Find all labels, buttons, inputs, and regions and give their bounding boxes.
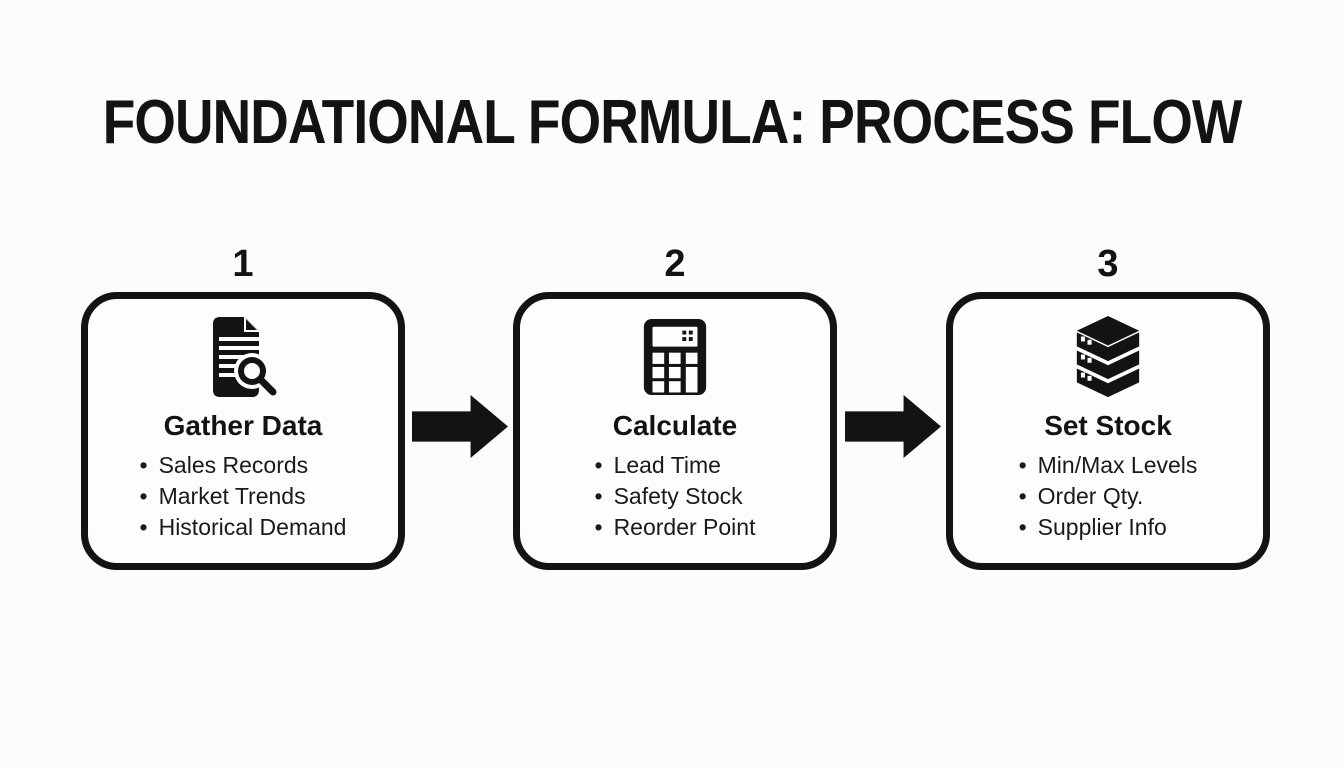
bullet-item: Lead Time: [595, 450, 756, 481]
bullet-item: Market Trends: [140, 481, 347, 512]
step-3-title: Set Stock: [1044, 410, 1172, 441]
bullet-item: Historical Demand: [140, 512, 347, 543]
page-title-text: FOUNDATIONAL FORMULA: PROCESS FLOW: [102, 88, 1243, 157]
stacked-boxes-icon: [1074, 315, 1142, 399]
bullet-item: Safety Stock: [595, 481, 756, 512]
step-1-title: Gather Data: [163, 410, 323, 441]
bullet-item: Order Qty.: [1019, 481, 1198, 512]
bullet-item: Sales Records: [140, 450, 347, 481]
bullet-item: Min/Max Levels: [1019, 450, 1198, 481]
step-box-set-stock: Set Stock Min/Max Levels Order Qty. Supp…: [946, 292, 1270, 570]
step-3-bullets: Min/Max Levels Order Qty. Supplier Info: [1019, 450, 1198, 543]
bullet-item: Reorder Point: [595, 512, 756, 543]
arrow-right-icon: [845, 395, 941, 458]
step-3-number: 3: [1097, 243, 1119, 285]
step-box-calculate: Calculate Lead Time Safety Stock Reorder…: [513, 292, 837, 570]
calculator-icon: [643, 315, 707, 399]
step-2-bullets: Lead Time Safety Stock Reorder Point: [595, 450, 756, 543]
document-search-icon: [205, 315, 281, 399]
arrow-right-icon: [412, 395, 508, 458]
step-2-number: 2: [664, 243, 686, 285]
step-1-bullets: Sales Records Market Trends Historical D…: [140, 450, 347, 543]
step-box-gather-data: Gather Data Sales Records Market Trends …: [81, 292, 405, 570]
bullet-item: Supplier Info: [1019, 512, 1198, 543]
page-title: FOUNDATIONAL FORMULA: PROCESS FLOW: [0, 92, 1344, 170]
step-2-title: Calculate: [612, 410, 738, 441]
step-1-number: 1: [232, 243, 254, 285]
